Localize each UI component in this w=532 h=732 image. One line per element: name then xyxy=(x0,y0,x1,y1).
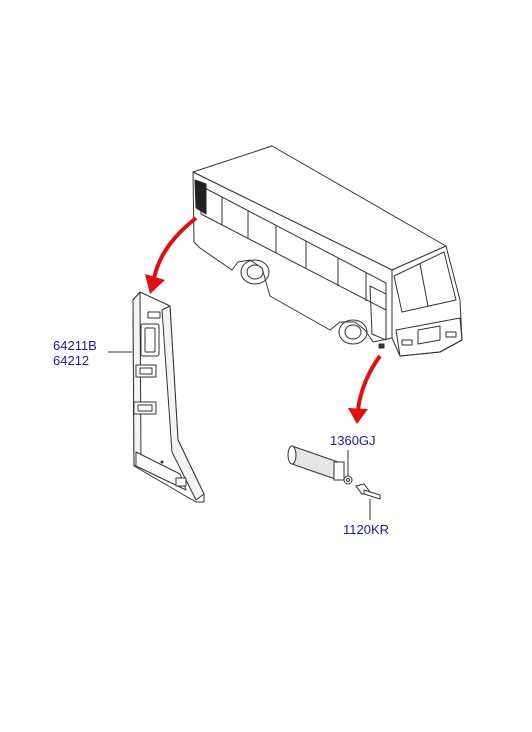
label-screw-code: 1120KR xyxy=(343,522,390,537)
screw-part xyxy=(355,483,381,500)
arrow-head-pillar xyxy=(145,274,165,294)
grommet-part xyxy=(287,445,345,481)
label-pillar-trim-code-2: 64212 xyxy=(53,353,90,368)
arrow-to-pillar xyxy=(152,216,198,279)
pillar-trim-panel xyxy=(132,291,205,503)
arrow-to-hardware xyxy=(356,354,382,411)
leader-lines xyxy=(108,351,371,520)
bus-illustration xyxy=(192,145,463,357)
label-pillar-trim-code-1: 64211B xyxy=(53,338,97,353)
label-grommet-code: 1360GJ xyxy=(330,433,376,448)
arrow-head-hardware xyxy=(348,408,368,424)
pointer-arrows xyxy=(145,216,382,424)
washer-part xyxy=(343,475,353,485)
